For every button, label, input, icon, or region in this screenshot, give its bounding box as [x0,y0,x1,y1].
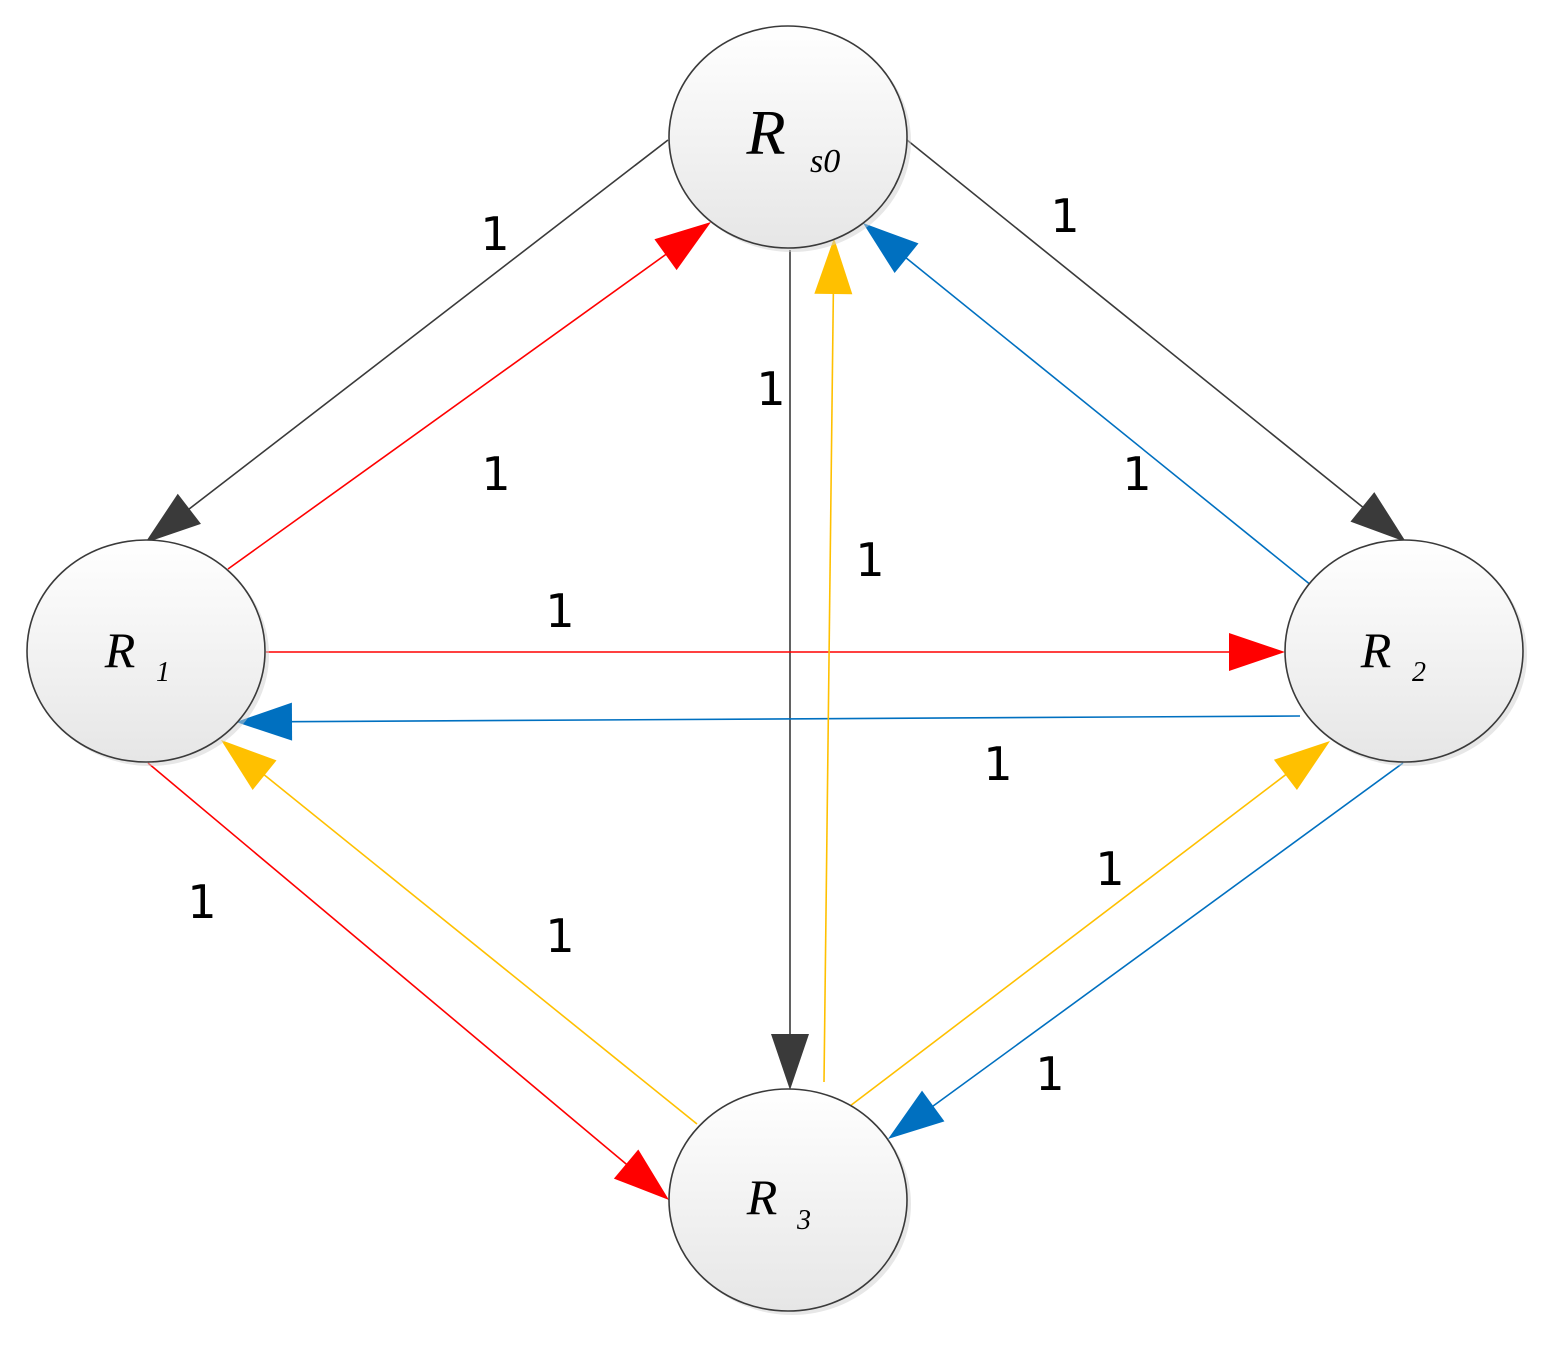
arrowhead-icon [814,238,853,295]
node-label-subscript: 2 [1412,657,1426,688]
edge-line [262,773,698,1125]
arrowhead-icon [1350,492,1406,542]
edge-weight-label: 1 [983,737,1012,791]
arrowhead-icon [145,493,201,543]
edge-line [849,773,1288,1107]
arrowhead-icon [613,1149,669,1200]
edge-weight-label: 1 [1050,189,1079,243]
edge-R1-to-Rs0 [227,222,711,570]
edge-weight-label: 1 [481,447,510,501]
node-label-main: R [745,97,785,168]
arrowhead-icon [771,1034,809,1090]
edge-line [227,252,668,570]
edge-R2-to-R3 [888,762,1404,1139]
arrowhead-icon [236,702,293,741]
edge-R3-to-R1 [221,740,698,1125]
edge-labels-layer: 1 1 1 1 1 1 1 1 1 1 1 1 [187,189,1151,1101]
edge-weight-label: 1 [480,207,509,261]
arrowhead-icon [221,740,277,790]
node-label-subscript: s0 [810,143,840,180]
edge-R2-to-Rs0 [863,223,1318,591]
node-label-subscript: 3 [796,1205,811,1236]
edge-R3-to-R2 [849,741,1330,1107]
edge-weight-label: 1 [1122,447,1151,501]
edge-Rs0-to-R3 [771,250,809,1090]
edges-layer [145,139,1406,1200]
edge-line [931,762,1404,1108]
node-label-main: R [104,622,136,678]
edge-R2-to-R1 [236,702,1301,741]
arrowhead-icon [654,222,711,271]
edge-Rs0-to-R1 [145,139,669,543]
edge-line [904,256,1318,591]
node-label-main: R [746,1169,778,1225]
node-circle [1284,539,1524,763]
edge-line [289,715,1301,723]
edge-weight-label: 1 [1095,842,1124,896]
node-circle [26,539,266,763]
arrowhead-icon [888,1090,945,1139]
edge-R1-to-R3 [147,762,669,1200]
edge-weight-label: 1 [855,533,884,587]
edge-line [187,139,669,511]
node-label-main: R [1360,622,1392,678]
edge-weight-label: 1 [187,875,216,929]
node-circle [668,25,908,249]
arrowhead-icon [1229,633,1285,671]
edge-line [823,291,835,1083]
arrowhead-icon [1273,741,1330,791]
edge-weight-label: 1 [756,362,785,416]
edge-weight-label: 1 [545,909,574,963]
node-label-subscript: 1 [156,657,170,688]
edge-line [906,139,1365,509]
edge-line [147,762,629,1166]
edge-R1-to-R2 [266,633,1285,671]
edge-R3-to-Rs0 [814,238,853,1083]
edge-Rs0-to-R2 [906,139,1406,542]
edge-weight-label: 1 [545,584,574,638]
arrowhead-icon [863,223,919,273]
edge-weight-label: 1 [1035,1047,1064,1101]
node-circle [668,1088,908,1312]
